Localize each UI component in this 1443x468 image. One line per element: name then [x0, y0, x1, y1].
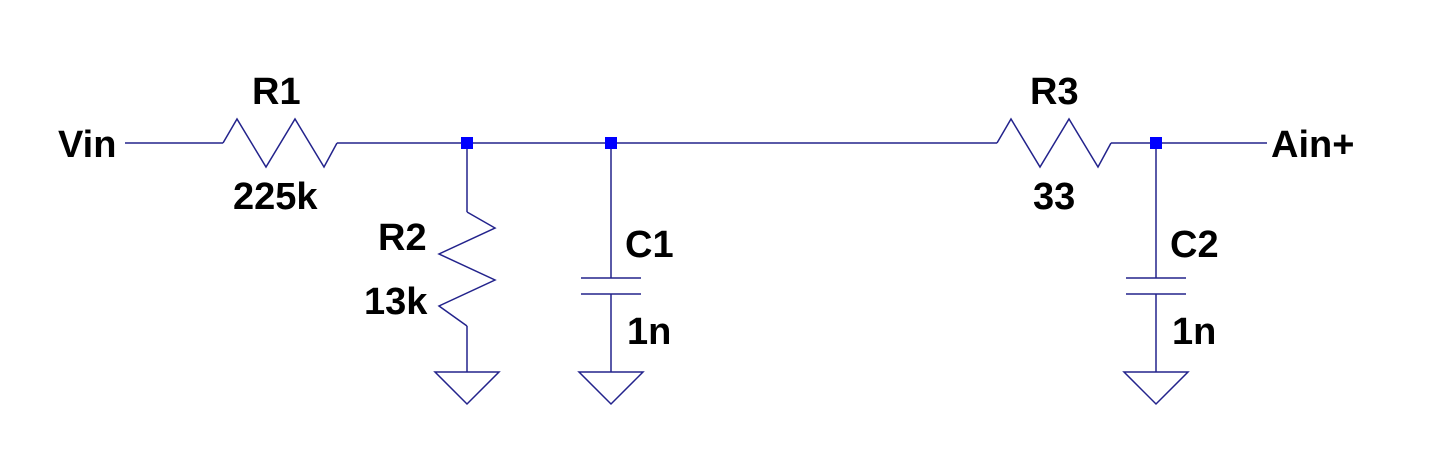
r3-ref-label: R3: [1030, 71, 1079, 113]
resistor-r3-symbol: [996, 117, 1112, 169]
capacitor-c2-symbol: [1126, 277, 1186, 295]
c1-ref-label: C1: [625, 224, 674, 266]
c2-value-label: 1n: [1172, 311, 1216, 353]
junction-dot-r2: [461, 137, 473, 149]
ground-symbol-c1: [577, 371, 645, 406]
c1-value-label: 1n: [627, 311, 671, 353]
net-label-ain: Ain+: [1271, 124, 1354, 166]
r1-value-label: 225k: [233, 176, 318, 218]
ground-symbol-r2: [433, 371, 501, 406]
net-label-vin: Vin: [58, 124, 116, 166]
c2-ref-label: C2: [1170, 224, 1219, 266]
junction-dot-c1: [605, 137, 617, 149]
resistor-r1-symbol: [222, 117, 338, 169]
r1-ref-label: R1: [252, 71, 301, 113]
r2-ref-label: R2: [378, 217, 427, 259]
r3-value-label: 33: [1033, 176, 1075, 218]
resistor-r2-symbol: [437, 211, 497, 327]
r2-value-label: 13k: [364, 281, 428, 323]
capacitor-c1-symbol: [581, 277, 641, 295]
ground-symbol-c2: [1122, 371, 1190, 406]
junction-dot-c2: [1150, 137, 1162, 149]
